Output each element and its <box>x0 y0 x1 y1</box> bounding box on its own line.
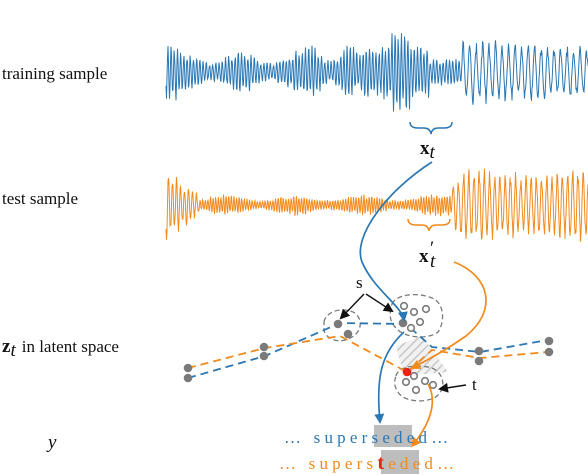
latent-point <box>183 363 193 373</box>
substituted-char: t <box>377 452 388 474</box>
latent-point <box>183 373 193 383</box>
cluster-member <box>428 380 438 390</box>
latent-point <box>474 346 484 356</box>
cluster-members <box>399 301 438 395</box>
training-sequence: … superseded… <box>284 428 452 447</box>
cluster-member <box>421 304 431 314</box>
training-segment-brace <box>409 121 453 135</box>
cluster-member <box>401 377 411 387</box>
highlight-training <box>374 425 412 447</box>
t-label: t <box>472 375 477 394</box>
orange-trajectory <box>187 335 549 374</box>
svg-text:′: ′ <box>430 238 434 259</box>
s-label: s <box>356 273 363 292</box>
latent-points <box>183 318 554 383</box>
svg-text:t: t <box>430 251 436 272</box>
latent-point <box>343 329 353 339</box>
latent-to-sequence-arrow <box>374 331 405 424</box>
cluster-member <box>399 301 409 311</box>
cluster-member <box>409 371 419 381</box>
latent-point <box>259 342 269 352</box>
training-waveform <box>165 33 588 112</box>
t-arrow <box>438 382 467 393</box>
latent-point <box>398 318 408 328</box>
svg-text:x: x <box>419 246 429 267</box>
s-arrow-right <box>365 293 394 313</box>
xt-label: xt <box>420 138 436 163</box>
test-waveform <box>165 168 588 242</box>
test-sample-label: test sample <box>2 189 78 208</box>
highlight-test <box>381 450 419 474</box>
xt-prime-label: x ′ t <box>419 238 436 272</box>
cluster-member <box>409 307 419 317</box>
s-arrow-left <box>339 293 365 320</box>
test-segment-brace <box>407 218 451 232</box>
latent-point <box>544 347 554 357</box>
xt-prime-to-latent-arrow <box>410 261 487 369</box>
cluster-member <box>415 317 425 327</box>
cluster-member <box>411 385 421 395</box>
latent-to-test-sequence-arrow <box>410 383 434 448</box>
latent-point <box>259 351 269 361</box>
cluster-left <box>323 309 361 342</box>
cluster-top <box>389 293 444 338</box>
training-sample-label: training sample <box>2 64 107 83</box>
hatched-region <box>396 336 448 376</box>
latent-point <box>544 336 554 346</box>
latent-point <box>333 319 343 329</box>
y-label: y <box>46 432 57 453</box>
latent-point <box>474 356 484 366</box>
xt-to-latent-arrow <box>359 161 433 322</box>
test-latent-point <box>402 367 412 377</box>
cluster-member <box>406 323 416 333</box>
cluster-member <box>420 376 430 386</box>
test-sequence: … supersteded… <box>279 452 458 474</box>
